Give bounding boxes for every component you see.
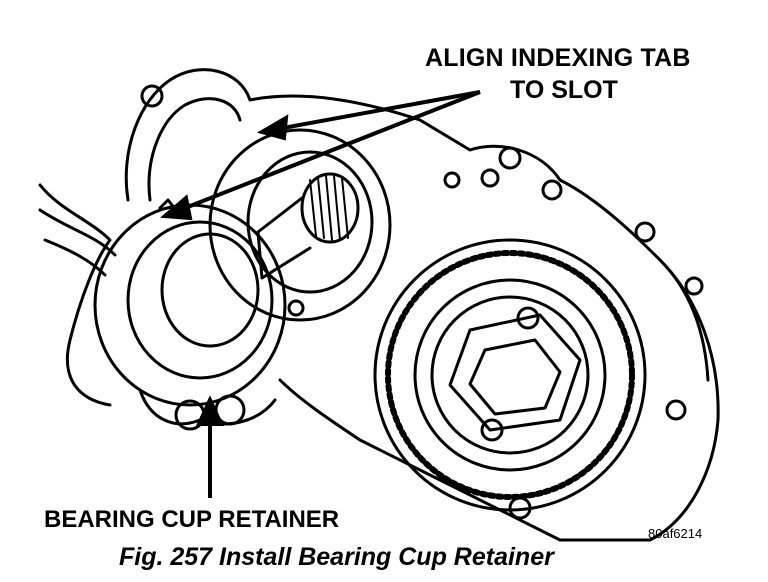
gear-hub-inner — [430, 295, 590, 455]
shaft-end — [300, 172, 360, 244]
bolt-hole — [480, 168, 500, 188]
callout-align-indexing-tab: ALIGN INDEXING TAB — [425, 44, 691, 72]
figure-id: 80af6214 — [648, 526, 703, 541]
bolt-hole — [684, 276, 704, 296]
case-housing-outline — [124, 68, 720, 542]
arrowhead — [256, 114, 289, 141]
callout-bearing-cup-retainer: BEARING CUP RETAINER — [44, 506, 340, 533]
gear-outer — [373, 238, 647, 512]
gear-teeth-root — [385, 250, 635, 500]
bolt-hole — [498, 146, 522, 170]
leader-arrow-slot — [174, 90, 481, 214]
left-hand — [38, 183, 112, 407]
bolt-hole — [634, 221, 656, 243]
gear-hex-inner — [468, 338, 562, 416]
figure-caption: Fig. 257 Install Bearing Cup Retainer — [119, 543, 554, 571]
bore-inner — [246, 150, 374, 294]
arrowhead — [160, 194, 193, 221]
bolt-hole — [140, 84, 164, 108]
case-inner-rim — [147, 97, 242, 202]
bolt-hole — [665, 399, 687, 421]
leader-arrow-tab — [271, 90, 481, 132]
bore-outer — [208, 128, 392, 322]
shaft-splines — [309, 175, 349, 241]
bolt-hole — [541, 179, 563, 201]
hub-bolt — [480, 418, 504, 442]
gear-hub-ring — [413, 278, 607, 472]
case-right-edge — [658, 258, 710, 382]
hub-bolt — [516, 306, 540, 330]
retainer-bore — [160, 232, 260, 348]
retainer-ring — [126, 220, 274, 380]
callout-to-slot: TO SLOT — [510, 76, 618, 104]
bolt-hole — [287, 299, 305, 317]
bolt-hole — [443, 171, 461, 189]
gear-hex-hub — [448, 313, 582, 432]
arrowhead — [195, 395, 225, 426]
left-hand-fingers — [38, 208, 117, 277]
